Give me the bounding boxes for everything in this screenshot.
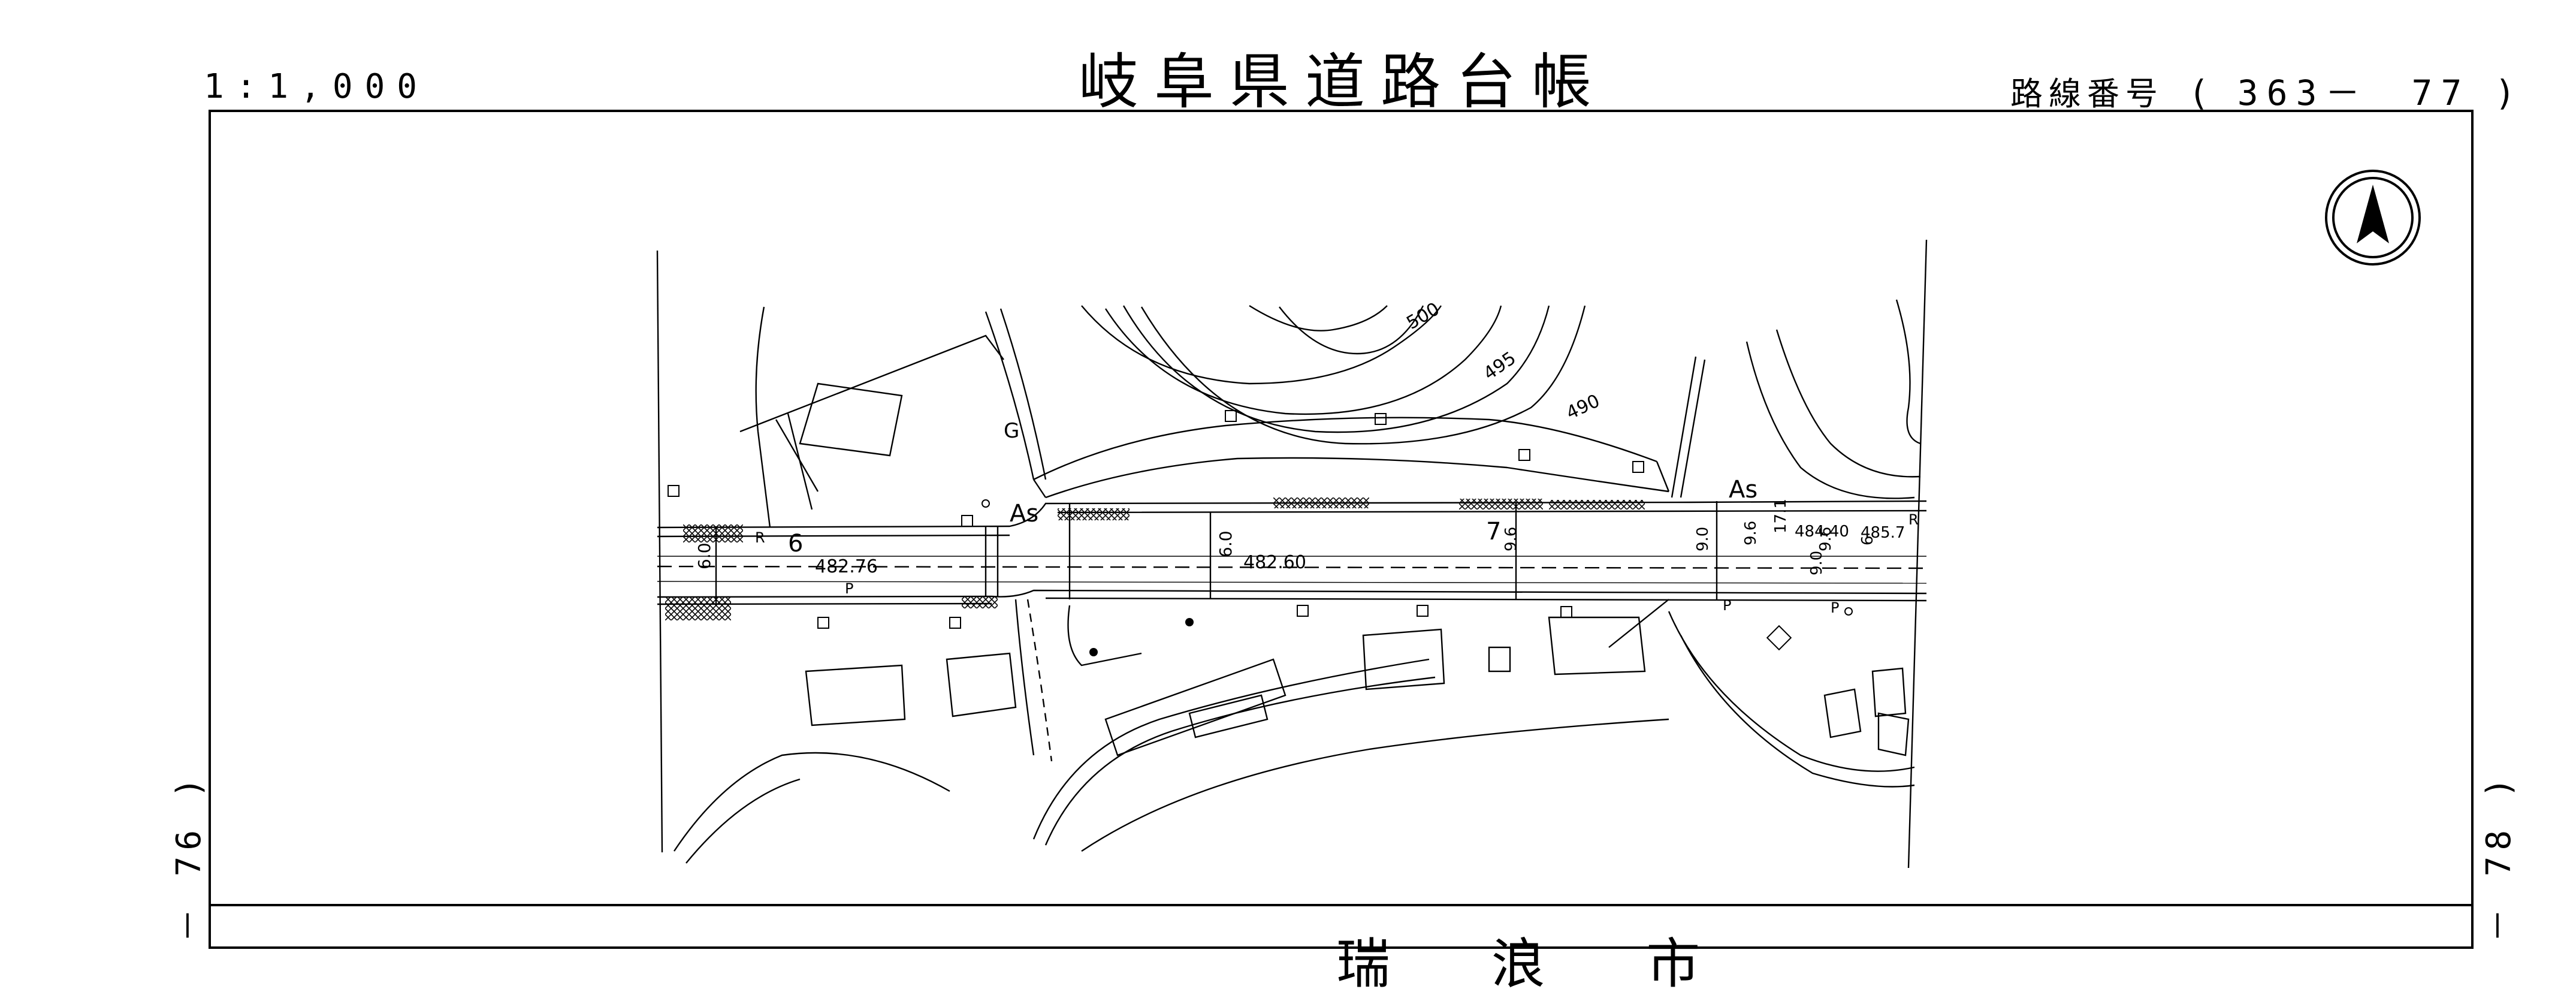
svg-text:9.6: 9.6 — [1502, 527, 1520, 551]
svg-text:R: R — [1908, 511, 1919, 528]
city-name: 瑞 浪 市 — [1336, 933, 1743, 996]
road-map-drawing: 500 495 490 G As As 6 7 482.76 482.60 48… — [656, 240, 1928, 869]
page-ref-right: － 78 ) — [2480, 771, 2518, 942]
svg-text:6: 6 — [1859, 535, 1877, 545]
svg-text:17.1: 17.1 — [1772, 499, 1790, 533]
svg-text:P: P — [1831, 599, 1839, 616]
svg-text:6.0: 6.0 — [694, 542, 714, 569]
scale-label: 1:1,000 — [204, 67, 430, 106]
route-label: 路線番号 — [2010, 75, 2164, 113]
page-ref-left: － 76 ) — [170, 771, 209, 942]
svg-text:6: 6 — [788, 530, 803, 557]
route-paren-close: ) — [2495, 73, 2520, 113]
north-arrow-icon — [2325, 170, 2421, 266]
svg-text:482.60: 482.60 — [1243, 552, 1306, 573]
route-number-label: 路線番号 ( 363－ 77 ) — [2010, 65, 2519, 115]
svg-text:P: P — [1723, 597, 1731, 614]
svg-text:495: 495 — [1480, 348, 1520, 385]
svg-text:9.0: 9.0 — [1694, 527, 1712, 551]
svg-text:G: G — [1004, 419, 1019, 443]
svg-text:R: R — [755, 529, 765, 546]
svg-text:485.7: 485.7 — [1861, 524, 1905, 542]
svg-text:9.6: 9.6 — [1742, 521, 1760, 545]
svg-text:P: P — [845, 580, 853, 597]
svg-text:490: 490 — [1563, 390, 1603, 424]
svg-text:482.76: 482.76 — [815, 556, 878, 577]
svg-text:484.40: 484.40 — [1795, 523, 1849, 541]
svg-text:As: As — [1010, 500, 1038, 527]
svg-text:As: As — [1729, 476, 1757, 503]
route-number: 363－ 77 — [2237, 73, 2471, 113]
svg-text:7: 7 — [1486, 518, 1501, 545]
svg-text:9.6: 9.6 — [1817, 527, 1835, 551]
svg-text:9.0: 9.0 — [1808, 551, 1826, 575]
svg-text:6.0: 6.0 — [1216, 530, 1236, 557]
page-title: 岐阜県道路台帳 — [1079, 47, 1607, 117]
route-paren-open: ( — [2188, 73, 2237, 113]
frame-divider — [209, 904, 2474, 906]
